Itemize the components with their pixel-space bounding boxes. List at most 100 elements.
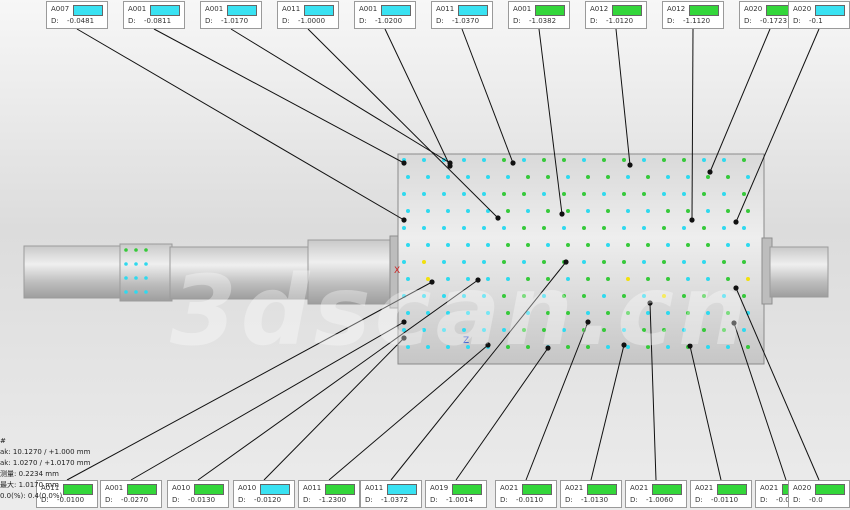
measurement-point[interactable]: [562, 192, 566, 196]
measurement-point[interactable]: [402, 226, 406, 230]
measurement-point[interactable]: [134, 290, 138, 294]
measurement-point[interactable]: [542, 226, 546, 230]
measurement-point[interactable]: [502, 328, 506, 332]
measurement-point[interactable]: [646, 175, 650, 179]
measurement-point[interactable]: [502, 294, 506, 298]
measurement-point[interactable]: [642, 328, 646, 332]
measurement-point[interactable]: [134, 276, 138, 280]
measurement-point[interactable]: [506, 209, 510, 213]
measurement-point[interactable]: [482, 328, 486, 332]
measurement-point[interactable]: [406, 311, 410, 315]
measurement-point[interactable]: [582, 192, 586, 196]
measurement-point[interactable]: [502, 260, 506, 264]
measurement-point[interactable]: [682, 158, 686, 162]
measurement-point[interactable]: [682, 192, 686, 196]
measurement-point[interactable]: [582, 226, 586, 230]
measurement-point[interactable]: [642, 226, 646, 230]
measurement-point[interactable]: [606, 209, 610, 213]
measurement-point[interactable]: [646, 277, 650, 281]
measurement-point[interactable]: [686, 209, 690, 213]
measurement-point[interactable]: [606, 277, 610, 281]
measurement-point[interactable]: [626, 209, 630, 213]
measurement-point[interactable]: [562, 328, 566, 332]
measurement-point[interactable]: [702, 294, 706, 298]
measurement-point[interactable]: [602, 226, 606, 230]
measurement-point[interactable]: [546, 209, 550, 213]
measurement-point[interactable]: [486, 277, 490, 281]
measurement-point[interactable]: [426, 243, 430, 247]
measurement-point[interactable]: [124, 262, 128, 266]
measurement-point[interactable]: [602, 328, 606, 332]
measurement-point[interactable]: [742, 328, 746, 332]
measurement-point[interactable]: [606, 243, 610, 247]
measurement-point[interactable]: [726, 175, 730, 179]
measurement-point[interactable]: [426, 175, 430, 179]
measurement-point[interactable]: [426, 209, 430, 213]
measurement-point[interactable]: [702, 226, 706, 230]
measurement-point[interactable]: [662, 294, 666, 298]
measurement-point[interactable]: [442, 192, 446, 196]
measurement-point[interactable]: [626, 311, 630, 315]
measurement-point[interactable]: [626, 277, 630, 281]
measurement-point[interactable]: [446, 175, 450, 179]
measurement-point[interactable]: [486, 209, 490, 213]
measurement-point[interactable]: [462, 328, 466, 332]
measurement-point[interactable]: [406, 175, 410, 179]
measurement-point[interactable]: [566, 345, 570, 349]
measurement-point[interactable]: [522, 328, 526, 332]
measurement-point[interactable]: [682, 226, 686, 230]
measurement-point[interactable]: [602, 158, 606, 162]
measurement-point[interactable]: [546, 277, 550, 281]
measurement-point[interactable]: [402, 328, 406, 332]
measurement-point[interactable]: [706, 311, 710, 315]
measurement-point[interactable]: [646, 243, 650, 247]
measurement-point[interactable]: [406, 243, 410, 247]
measurement-point[interactable]: [702, 192, 706, 196]
measurement-point[interactable]: [662, 192, 666, 196]
measurement-point[interactable]: [706, 277, 710, 281]
measurement-point[interactable]: [406, 345, 410, 349]
measurement-point[interactable]: [482, 294, 486, 298]
measurement-point[interactable]: [482, 158, 486, 162]
measurement-point[interactable]: [446, 345, 450, 349]
measurement-point[interactable]: [642, 192, 646, 196]
measurement-point[interactable]: [426, 277, 430, 281]
measurement-point[interactable]: [442, 226, 446, 230]
measurement-point[interactable]: [642, 294, 646, 298]
measurement-point[interactable]: [682, 328, 686, 332]
measurement-point[interactable]: [502, 158, 506, 162]
measurement-point[interactable]: [526, 209, 530, 213]
measurement-point[interactable]: [702, 260, 706, 264]
measurement-point[interactable]: [546, 243, 550, 247]
measurement-point[interactable]: [422, 294, 426, 298]
measurement-point[interactable]: [546, 311, 550, 315]
measurement-point[interactable]: [582, 294, 586, 298]
measurement-point[interactable]: [566, 243, 570, 247]
measurement-point[interactable]: [622, 226, 626, 230]
measurement-point[interactable]: [726, 277, 730, 281]
measurement-point[interactable]: [466, 277, 470, 281]
measurement-point[interactable]: [706, 209, 710, 213]
measurement-point[interactable]: [622, 328, 626, 332]
measurement-point[interactable]: [666, 209, 670, 213]
measurement-point[interactable]: [422, 158, 426, 162]
measurement-point[interactable]: [662, 158, 666, 162]
measurement-point[interactable]: [426, 345, 430, 349]
measurement-point[interactable]: [642, 158, 646, 162]
measurement-point[interactable]: [742, 260, 746, 264]
measurement-point[interactable]: [526, 345, 530, 349]
measurement-point[interactable]: [442, 260, 446, 264]
measurement-point[interactable]: [606, 345, 610, 349]
measurement-point[interactable]: [486, 311, 490, 315]
measurement-point[interactable]: [466, 243, 470, 247]
measurement-point[interactable]: [646, 311, 650, 315]
measurement-point[interactable]: [486, 243, 490, 247]
measurement-point[interactable]: [144, 290, 148, 294]
measurement-point[interactable]: [586, 277, 590, 281]
measurement-point[interactable]: [606, 175, 610, 179]
measurement-point[interactable]: [506, 277, 510, 281]
measurement-point[interactable]: [746, 345, 750, 349]
